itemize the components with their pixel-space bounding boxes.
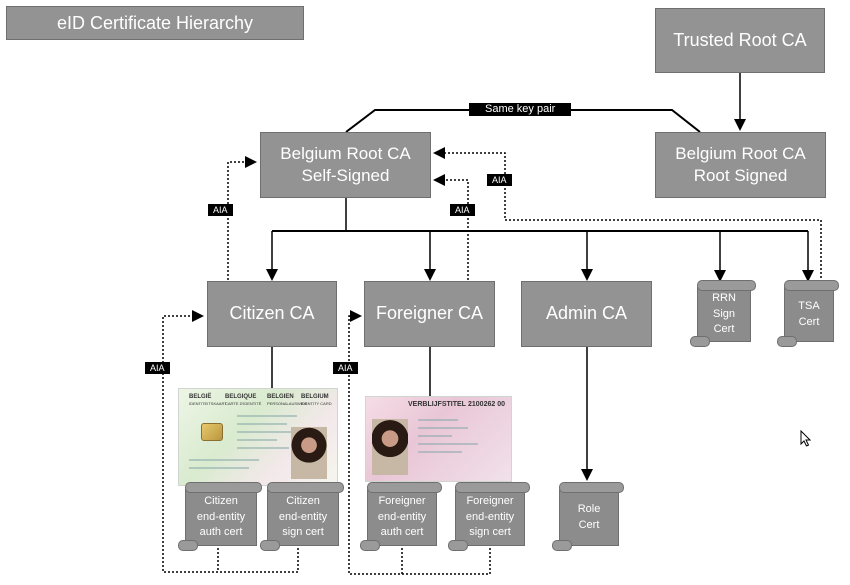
role-cert-label: Role Cert	[577, 503, 601, 531]
belgium-root-root-signed-label: Belgium Root CA Root Signed	[675, 143, 806, 185]
mouse-pointer-icon	[800, 430, 812, 447]
residence-photo-icon	[372, 419, 408, 475]
residence-permit-card-image: VERBLIJFSTITEL 2100262 00	[365, 396, 512, 482]
id-card-country-4: BELGIUM	[301, 394, 329, 400]
trusted-root-ca-label: Trusted Root CA	[673, 29, 807, 50]
residence-card-number: 2100262 00	[468, 401, 505, 408]
rrn-sign-cert-label: RRN Sign Cert	[712, 292, 736, 336]
foreigner-auth-cert-scroll[interactable]: Foreigner end-entity auth cert	[360, 482, 442, 551]
aia-tag-citizen-ca: AIA	[208, 204, 233, 216]
residence-card-header: VERBLIJFSTITEL	[408, 401, 466, 408]
diagram-title: eID Certificate Hierarchy	[6, 6, 304, 40]
admin-ca-label: Admin CA	[545, 303, 628, 324]
foreigner-auth-cert-label: Foreigner end-entity auth cert	[377, 495, 427, 539]
belgium-root-root-signed-node[interactable]: Belgium Root CA Root Signed	[655, 132, 826, 198]
id-card-type-1: IDENTITEITSKAART	[189, 401, 227, 406]
id-card-country-2: BELGIQUE	[225, 394, 257, 400]
citizen-sign-cert-label: Citizen end-entity sign cert	[278, 495, 328, 539]
id-card-type-3: PERSONALAUSWEIS	[267, 401, 308, 406]
aia-tag-foreigner-ca: AIA	[450, 204, 475, 216]
foreigner-sign-cert-scroll[interactable]: Foreigner end-entity sign cert	[448, 482, 530, 551]
id-photo-icon	[291, 427, 327, 479]
aia-tag-foreigner-certs: AIA	[333, 362, 358, 374]
id-card-country-1: BELGIË	[189, 394, 212, 400]
role-cert-scroll[interactable]: Role Cert	[552, 482, 624, 551]
id-card-type-2: CARTE D'IDENTITÉ	[225, 401, 262, 406]
aia-tag-tsa: AIA	[487, 174, 512, 186]
trusted-root-ca-node[interactable]: Trusted Root CA	[655, 8, 825, 73]
smart-chip-icon	[201, 423, 223, 441]
foreigner-ca-node[interactable]: Foreigner CA	[364, 281, 495, 347]
citizen-auth-cert-scroll[interactable]: Citizen end-entity auth cert	[178, 482, 262, 551]
same-key-pair-tag: Same key pair	[469, 103, 572, 116]
tsa-cert-scroll[interactable]: TSA Cert	[777, 280, 839, 347]
aia-tag-citizen-certs: AIA	[145, 362, 170, 374]
foreigner-sign-cert-label: Foreigner end-entity sign cert	[465, 495, 515, 539]
citizen-ca-label: Citizen CA	[229, 303, 315, 324]
belgium-root-self-signed-label: Belgium Root CA Self-Signed	[280, 143, 411, 185]
rrn-sign-cert-scroll[interactable]: RRN Sign Cert	[690, 280, 756, 347]
foreigner-ca-label: Foreigner CA	[375, 303, 484, 324]
id-card-type-4: IDENTITY CARD	[301, 401, 332, 406]
admin-ca-node[interactable]: Admin CA	[521, 281, 652, 347]
citizen-auth-cert-label: Citizen end-entity auth cert	[196, 495, 246, 539]
belgian-eid-card-image: BELGIË BELGIQUE BELGIEN BELGIUM IDENTITE…	[178, 388, 338, 486]
id-card-country-3: BELGIEN	[267, 394, 294, 400]
belgium-root-self-signed-node[interactable]: Belgium Root CA Self-Signed	[260, 132, 431, 198]
citizen-sign-cert-scroll[interactable]: Citizen end-entity sign cert	[260, 482, 344, 551]
citizen-ca-node[interactable]: Citizen CA	[207, 281, 337, 347]
tsa-cert-label: TSA Cert	[798, 300, 820, 328]
